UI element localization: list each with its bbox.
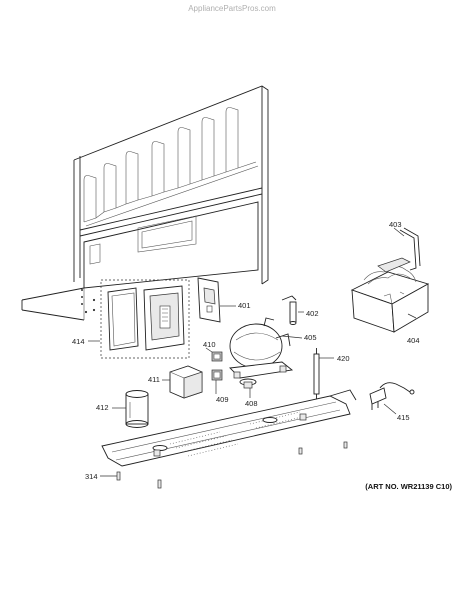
base-rail: [101, 389, 357, 467]
callout-411: 411: [148, 375, 160, 384]
part-408-grommet: [239, 378, 257, 389]
callout-labels: 401 402 403 404 405 408 409 410 411 412 …: [72, 220, 420, 481]
part-403-heater: [399, 227, 421, 271]
callout-415: 415: [397, 413, 410, 422]
callout-409: 409: [216, 395, 229, 404]
callout-314: 314: [85, 472, 98, 481]
callout-405: 405: [304, 333, 317, 342]
part-414-control-box: [100, 279, 190, 359]
callout-402: 402: [306, 309, 319, 318]
leader-lines: [88, 227, 417, 477]
callout-401: 401: [238, 301, 251, 310]
cabinet-back: [21, 85, 269, 321]
part-411-start-device: [169, 365, 203, 399]
part-404-drain-pan: [350, 257, 430, 333]
callout-420: 420: [337, 354, 350, 363]
part-402-sensor: [281, 295, 297, 325]
callout-408: 408: [245, 399, 258, 408]
art-number: (ART NO. WR21139 C10): [365, 482, 452, 491]
screws: [116, 441, 348, 489]
watermark: AppliancePartsPros.com: [188, 4, 276, 13]
part-420-drier: [313, 348, 320, 400]
part-412-capacitor: [125, 390, 149, 428]
part-415-valve: [369, 382, 415, 410]
part-405-compressor: [229, 317, 294, 379]
callout-414: 414: [72, 337, 85, 346]
part-401-bracket: [197, 277, 221, 323]
callout-410: 410: [203, 340, 216, 349]
callout-403: 403: [389, 220, 402, 229]
callout-412: 412: [96, 403, 109, 412]
part-409-overload: [211, 369, 223, 381]
part-410-relay: [211, 351, 223, 362]
callout-404: 404: [407, 336, 420, 345]
